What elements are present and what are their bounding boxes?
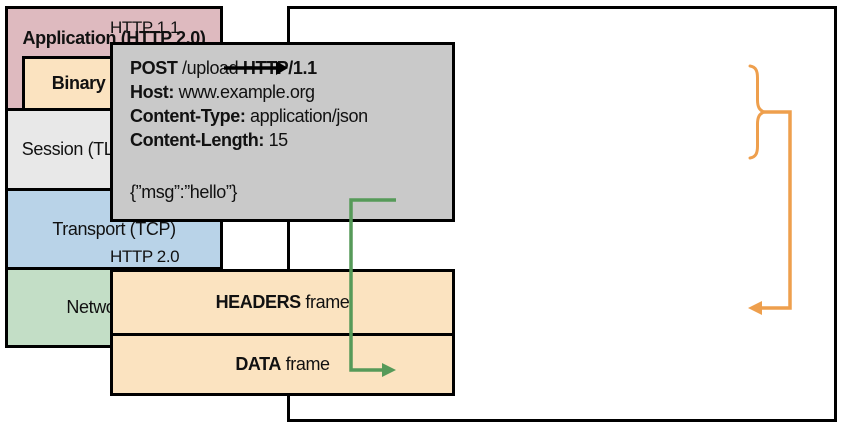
- headers-frame-row: HEADERS frame: [113, 272, 452, 333]
- host-key: Host:: [130, 82, 174, 102]
- request-version: HTTP/1.1: [242, 58, 317, 78]
- http11-request-box: POST /upload HTTP/1.1 Host: www.example.…: [110, 42, 455, 222]
- request-line-content-type: Content-Type: application/json: [130, 104, 452, 128]
- request-line-host: Host: www.example.org: [130, 80, 452, 104]
- headers-frame-rest: frame: [300, 292, 350, 312]
- data-frame-rest: frame: [281, 354, 330, 374]
- request-path: /upload: [177, 58, 243, 78]
- request-body: {”msg”:”hello”}: [130, 180, 452, 204]
- content-type-value: application/json: [245, 106, 368, 126]
- request-body-text: {”msg”:”hello”}: [130, 182, 238, 202]
- headers-frame-bold: HEADERS: [215, 292, 302, 312]
- request-blank-line: [130, 152, 452, 180]
- content-type-key: Content-Type:: [130, 106, 246, 126]
- transport-label: Transport (TCP): [52, 218, 176, 239]
- http11-label: HTTP 1.1: [110, 18, 180, 37]
- request-line-content-length: Content-Length: 15: [130, 128, 452, 152]
- request-method: POST: [130, 58, 178, 78]
- content-length-value: 15: [263, 130, 289, 150]
- request-line-start: POST /upload HTTP/1.1: [130, 56, 452, 80]
- data-frame-row: DATA frame: [113, 333, 452, 393]
- content-length-key: Content-Length:: [130, 130, 264, 150]
- host-value: www.example.org: [174, 82, 315, 102]
- data-frame-bold: DATA: [235, 354, 282, 374]
- http20-label: HTTP 2.0: [110, 247, 180, 266]
- http20-frames-box: HEADERS frame DATA frame: [110, 269, 455, 396]
